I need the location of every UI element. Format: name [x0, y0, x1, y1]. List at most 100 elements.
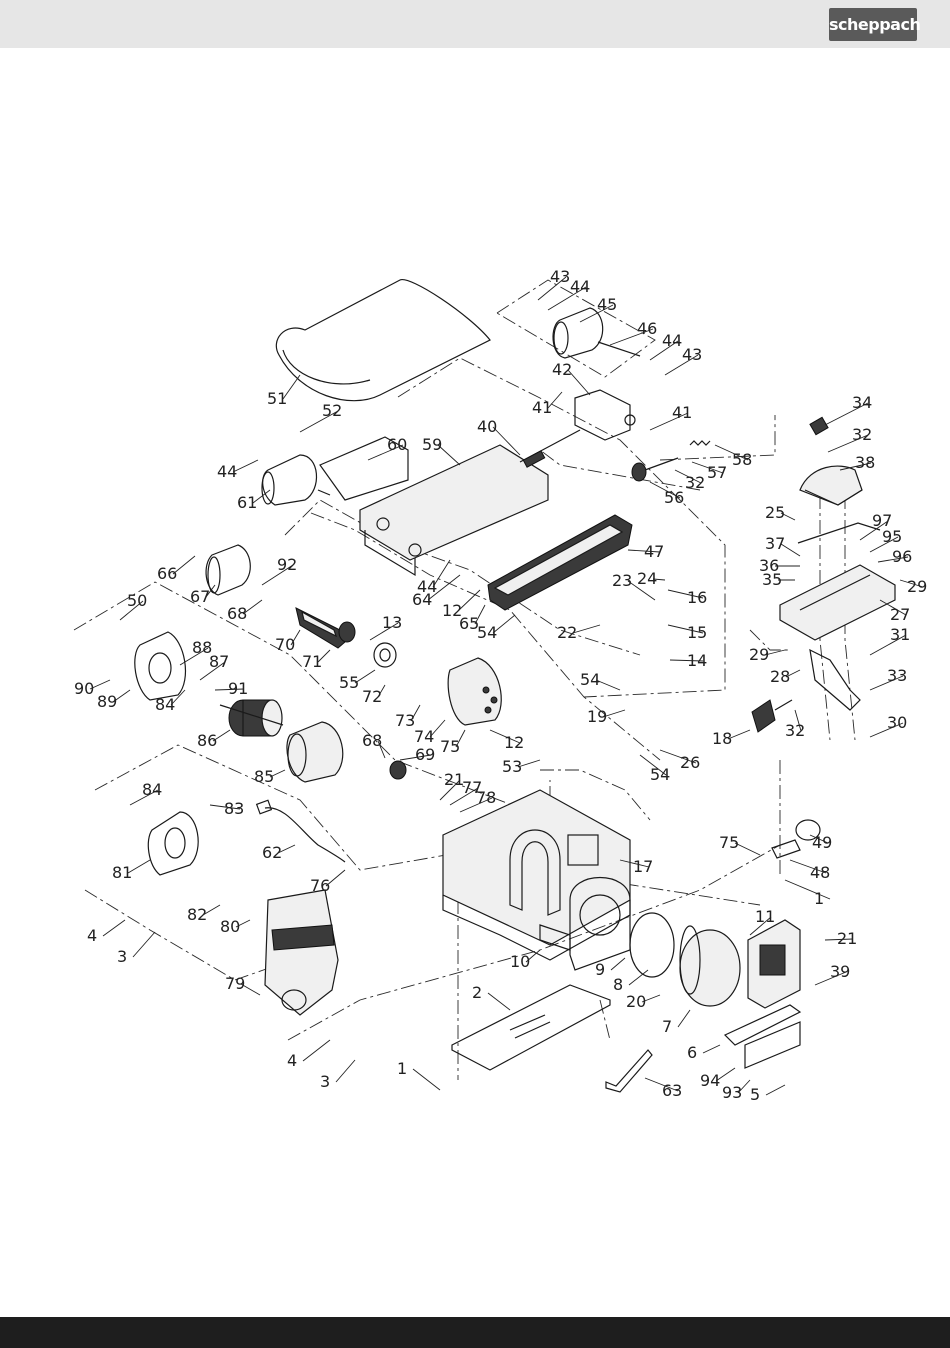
part-callout: 28: [770, 667, 790, 686]
part-callout: 87: [209, 652, 229, 671]
part-callout: 9: [595, 960, 605, 979]
callout-leader: [377, 684, 386, 698]
part-disc-housing-10: [539, 877, 631, 971]
part-armature-86: [219, 699, 284, 737]
callout-leader: [879, 599, 907, 616]
part-callout: 58: [732, 450, 752, 469]
part-callout: 42: [552, 360, 572, 379]
part-callout: 85: [254, 767, 274, 786]
part-knob-18: [751, 699, 793, 733]
callout-leader: [325, 869, 346, 887]
callout-leader: [702, 1044, 721, 1054]
part-callout: 8: [613, 975, 623, 994]
callout-leader: [102, 919, 126, 937]
callout-leader: [457, 589, 481, 612]
part-callout: 96: [892, 547, 912, 566]
callout-leader: [869, 634, 907, 656]
callout-leader: [579, 304, 614, 323]
part-callout: 52: [322, 401, 342, 420]
callout-leader: [869, 722, 904, 738]
part-hex-key-63: [605, 1049, 653, 1093]
part-callout: 59: [422, 435, 442, 454]
part-callout: 1: [814, 889, 824, 908]
part-knob-56: [631, 457, 679, 482]
part-callout: 10: [510, 952, 530, 971]
part-callout: 44: [662, 331, 682, 350]
callout-leader: [628, 969, 649, 986]
callout-leader: [492, 426, 521, 456]
part-callout: 6: [687, 1043, 697, 1062]
callout-leader: [780, 512, 796, 521]
part-callout: 20: [626, 992, 646, 1011]
part-fence-6: [723, 1004, 802, 1069]
part-callout: 44: [570, 277, 590, 296]
part-callout: 55: [339, 673, 359, 692]
part-callout: 19: [587, 707, 607, 726]
part-callout: 66: [157, 564, 177, 583]
callout-leader: [602, 709, 626, 718]
callout-leader: [765, 1084, 786, 1096]
callout-leader: [335, 1059, 356, 1083]
part-callout: 22: [557, 623, 577, 642]
part-belt-51: [275, 279, 491, 402]
callout-leader: [784, 879, 831, 900]
callout-leader: [487, 992, 511, 1011]
footer-bar: [0, 1317, 950, 1348]
part-callout: 82: [187, 905, 207, 924]
callout-leader: [369, 622, 399, 641]
part-callout: 18: [712, 729, 732, 748]
callout-leader: [664, 354, 699, 376]
callout-leader: [899, 579, 924, 588]
callout-leader: [302, 1039, 331, 1062]
part-base-plate-2: [451, 984, 611, 1071]
part-callout: 7: [662, 1017, 672, 1036]
part-table-11: [747, 919, 801, 1009]
part-callout: 17: [633, 857, 653, 876]
part-cable-62: [255, 799, 346, 863]
callout-leader: [235, 919, 251, 928]
callout-leader: [232, 459, 259, 473]
callout-leader: [277, 844, 296, 854]
part-callout: 43: [550, 267, 570, 286]
callout-leader: [547, 286, 587, 311]
callout-leader: [537, 276, 567, 301]
part-housing-12: [447, 657, 502, 726]
part-callout: 29: [907, 577, 927, 596]
part-callout: 68: [362, 731, 382, 750]
part-pulley-55: [373, 642, 397, 668]
callout-leader: [214, 688, 245, 691]
part-callout: 84: [142, 780, 162, 799]
part-callout: 69: [415, 745, 435, 764]
callout-leader: [205, 584, 216, 598]
part-callout: 54: [580, 670, 600, 689]
part-end-cap-81: [147, 811, 199, 876]
part-callout: 49: [812, 833, 832, 852]
callout-leader: [261, 564, 294, 586]
part-table-35: [779, 522, 896, 641]
callout-leader: [649, 481, 681, 499]
part-callout: 37: [765, 534, 785, 553]
part-callout: 53: [502, 757, 522, 776]
callout-leader: [367, 444, 404, 461]
callout-leader: [627, 549, 661, 553]
header-bar: scheppach: [0, 0, 950, 48]
callout-leader: [172, 555, 196, 575]
callout-leader: [785, 669, 801, 678]
callout-leader: [619, 859, 650, 868]
part-callout: 44: [417, 577, 437, 596]
callout-leader: [839, 462, 872, 471]
callout-leader: [432, 559, 451, 588]
callout-leader: [749, 916, 772, 936]
part-callout: 64: [412, 590, 432, 609]
callout-leader: [410, 704, 421, 722]
part-callout: 41: [672, 403, 692, 422]
callout-leader: [714, 444, 749, 461]
callout-leader: [652, 578, 666, 581]
part-shaft-40: [519, 429, 581, 468]
part-drum-45: [552, 307, 641, 359]
callout-leader: [824, 938, 854, 941]
part-support-33: [809, 648, 861, 711]
brand-logo: scheppach: [829, 8, 921, 41]
